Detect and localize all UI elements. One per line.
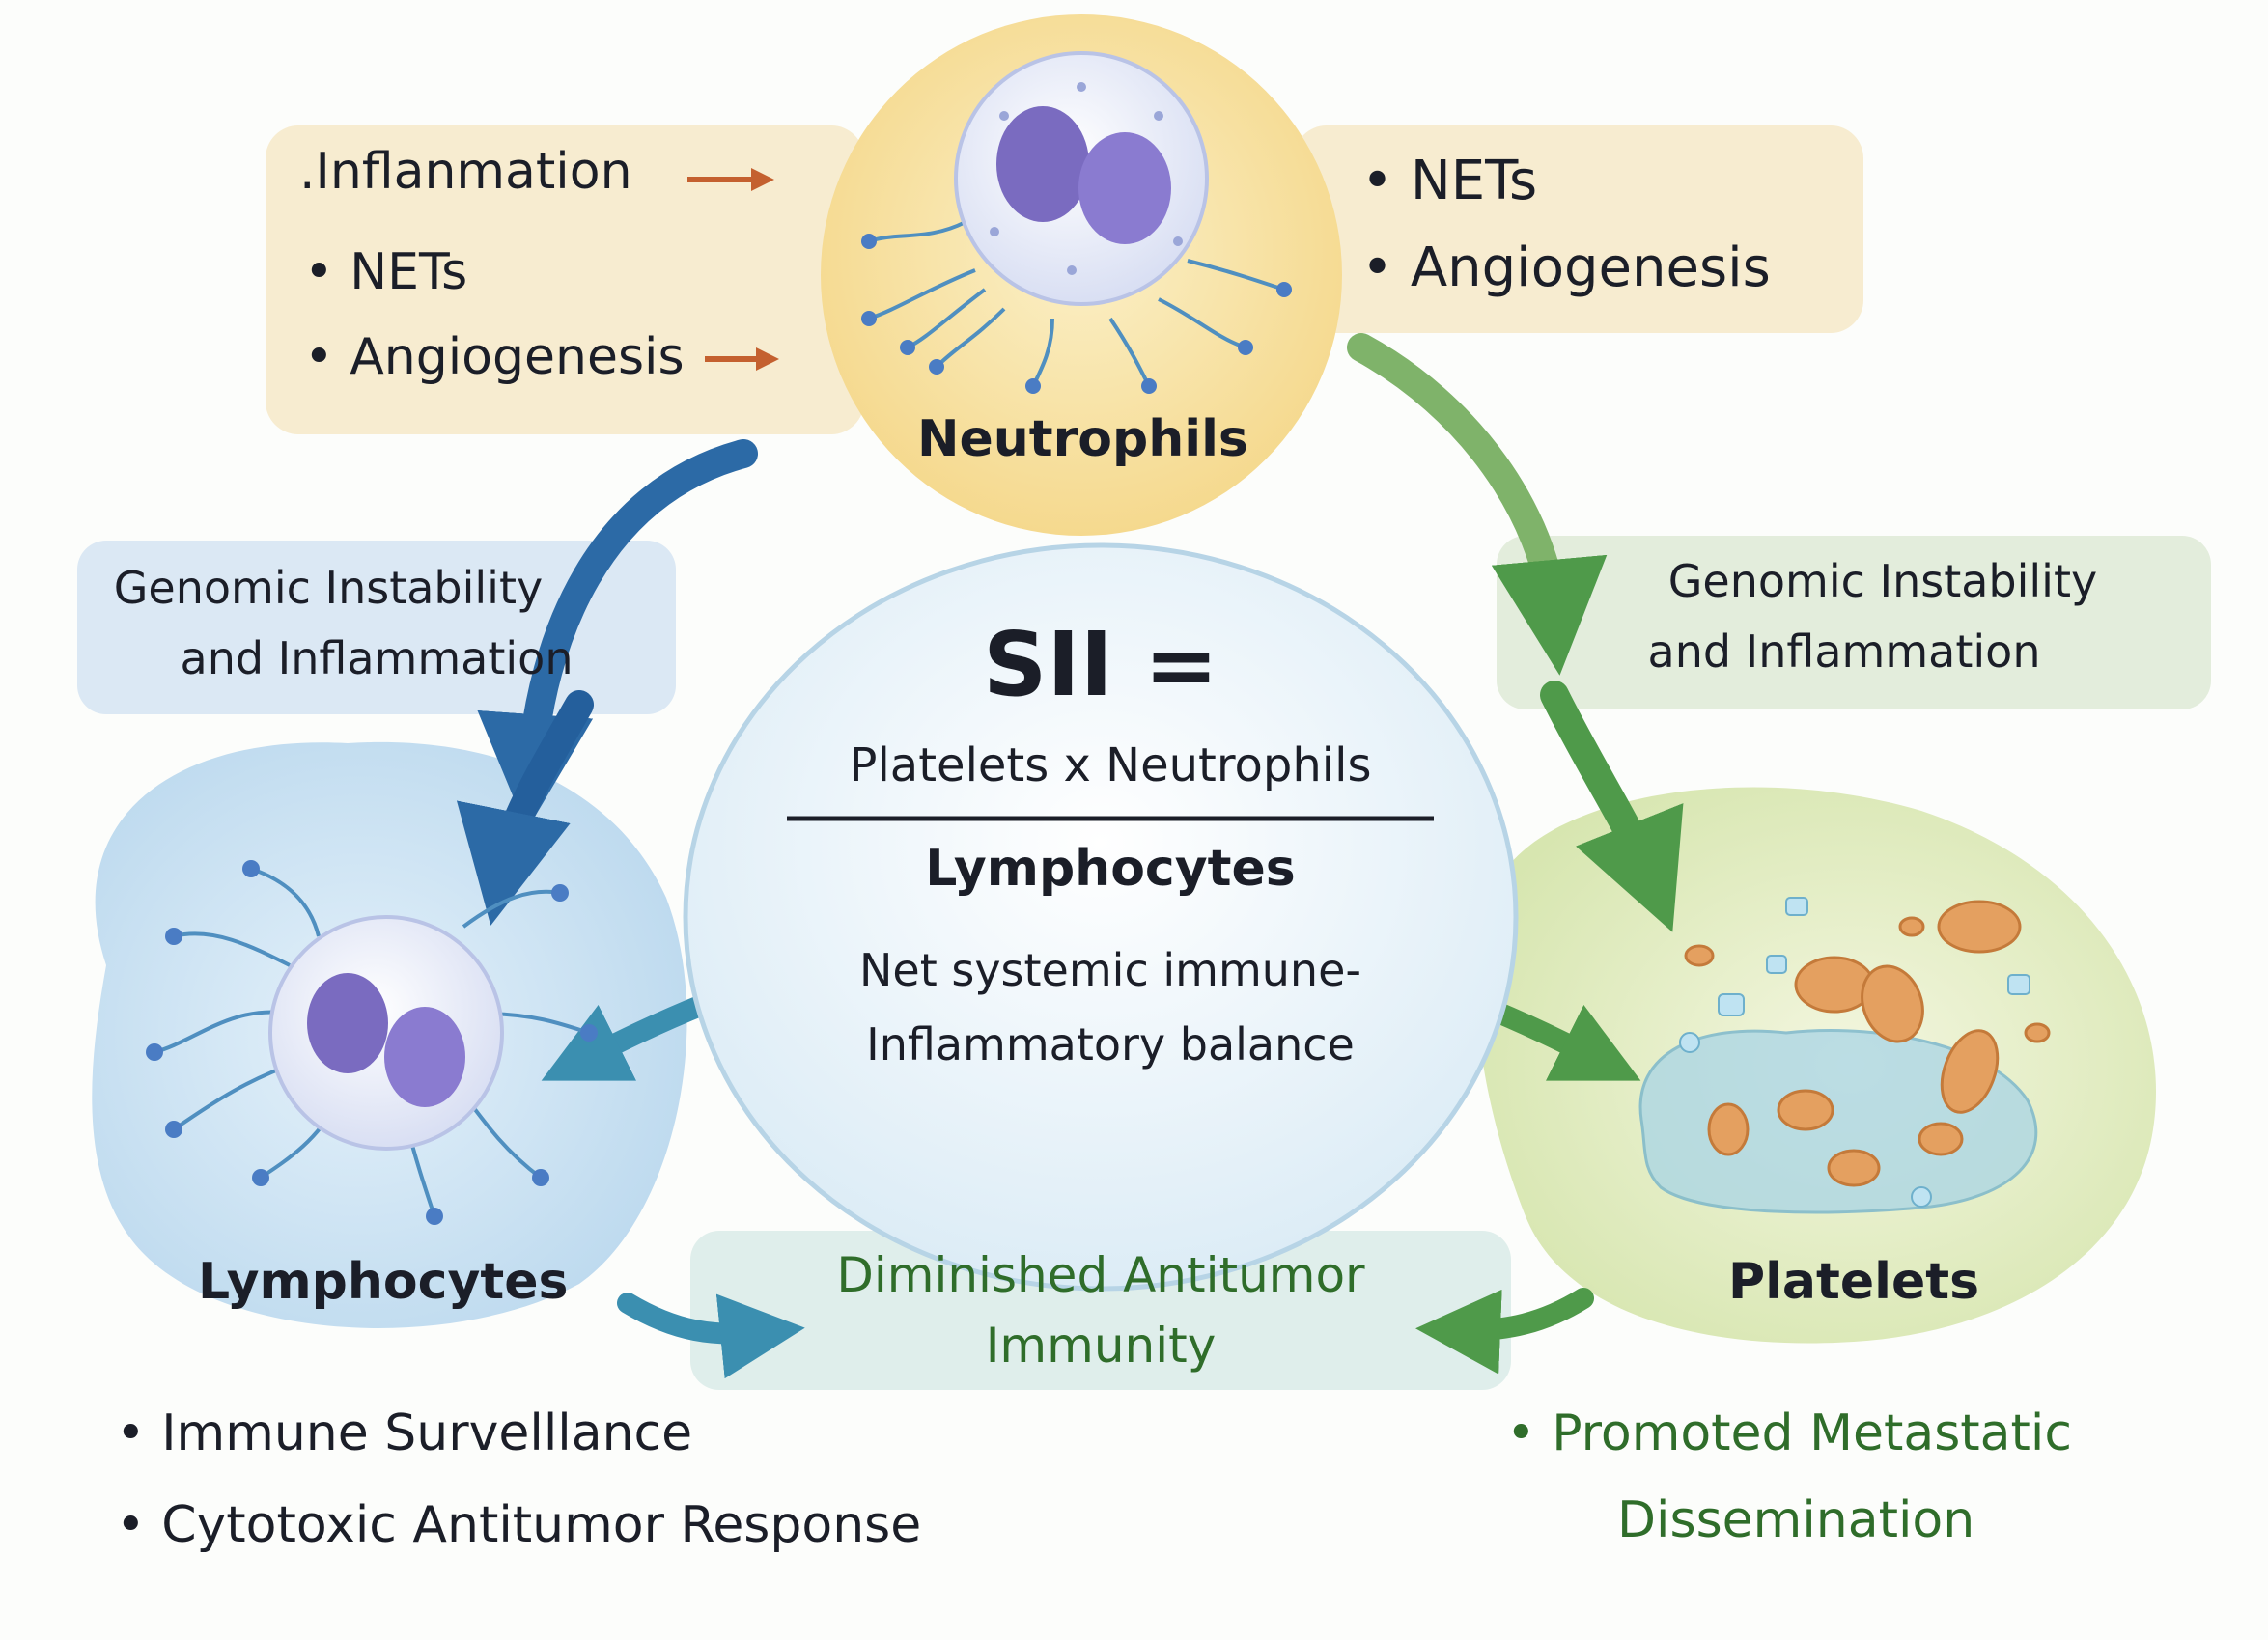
platelets-label: Platelets — [1728, 1253, 1980, 1311]
formula-title: SII = — [983, 613, 1218, 716]
left-link-box — [77, 541, 676, 714]
lymphocytes-bullet-2: • Cytotoxic Antitumor Response — [116, 1496, 922, 1554]
formula-denominator: Lymphocytes — [925, 840, 1296, 898]
bottom-center-line-2: Immunity — [985, 1318, 1217, 1374]
neutrophil-left-item-2: • NETs — [304, 243, 468, 301]
lymphocytes-bullet-1: • Immune Survelllance — [116, 1404, 693, 1462]
formula-note-line-1: Net systemic immune- — [859, 944, 1361, 996]
arrow-neutrophils-to-link-left — [477, 439, 758, 830]
lymphocyte-cell-icon — [146, 860, 598, 1225]
arrow-platelets-to-bottom — [1415, 1288, 1594, 1375]
neutrophil-cell-icon — [861, 51, 1292, 394]
lymphocytes-label: Lymphocytes — [198, 1253, 569, 1311]
neutrophil-right-item-1: • NETs — [1361, 150, 1538, 212]
arrow-center-to-lymphocytes — [541, 993, 715, 1081]
neutrophil-left-item-3: • Angiogenesis — [304, 328, 685, 386]
right-link-line-1: Genomic Instability — [1667, 555, 2098, 607]
platelets-bullet-line-1: • Promoted Metastatic — [1506, 1404, 2072, 1462]
right-link-line-2: and Inflammation — [1647, 625, 2041, 678]
platelets-bullet-line-2: Dissemination — [1617, 1491, 1975, 1549]
neutrophil-left-item-1: .Inflanmation — [299, 143, 632, 201]
right-link-box — [1497, 536, 2211, 709]
bottom-center-box — [690, 1231, 1511, 1390]
arrow-to-lymphocytes — [456, 690, 594, 926]
platelet-cluster-icon — [1638, 897, 2051, 1214]
neutrophil-right-panel — [1294, 125, 1863, 333]
left-link-line-2: and Inflammation — [180, 632, 574, 684]
formula-ellipse — [683, 542, 1519, 1292]
formula-numerator: Platelets x Neutrophils — [849, 738, 1372, 792]
arrow-neutrophils-to-link-right — [1347, 333, 1608, 676]
arrow-lymphocytes-to-bottom — [617, 1293, 805, 1379]
left-link-line-1: Genomic Instability — [113, 562, 544, 614]
neutrophils-label: Neutrophils — [917, 410, 1248, 468]
neutrophil-right-item-2: • Angiogenesis — [1361, 236, 1771, 299]
bottom-center-line-1: Diminished Antitumor — [836, 1247, 1365, 1303]
formula-note-line-2: Inflammatory balance — [866, 1018, 1355, 1070]
arrow-to-platelets — [1540, 681, 1684, 932]
